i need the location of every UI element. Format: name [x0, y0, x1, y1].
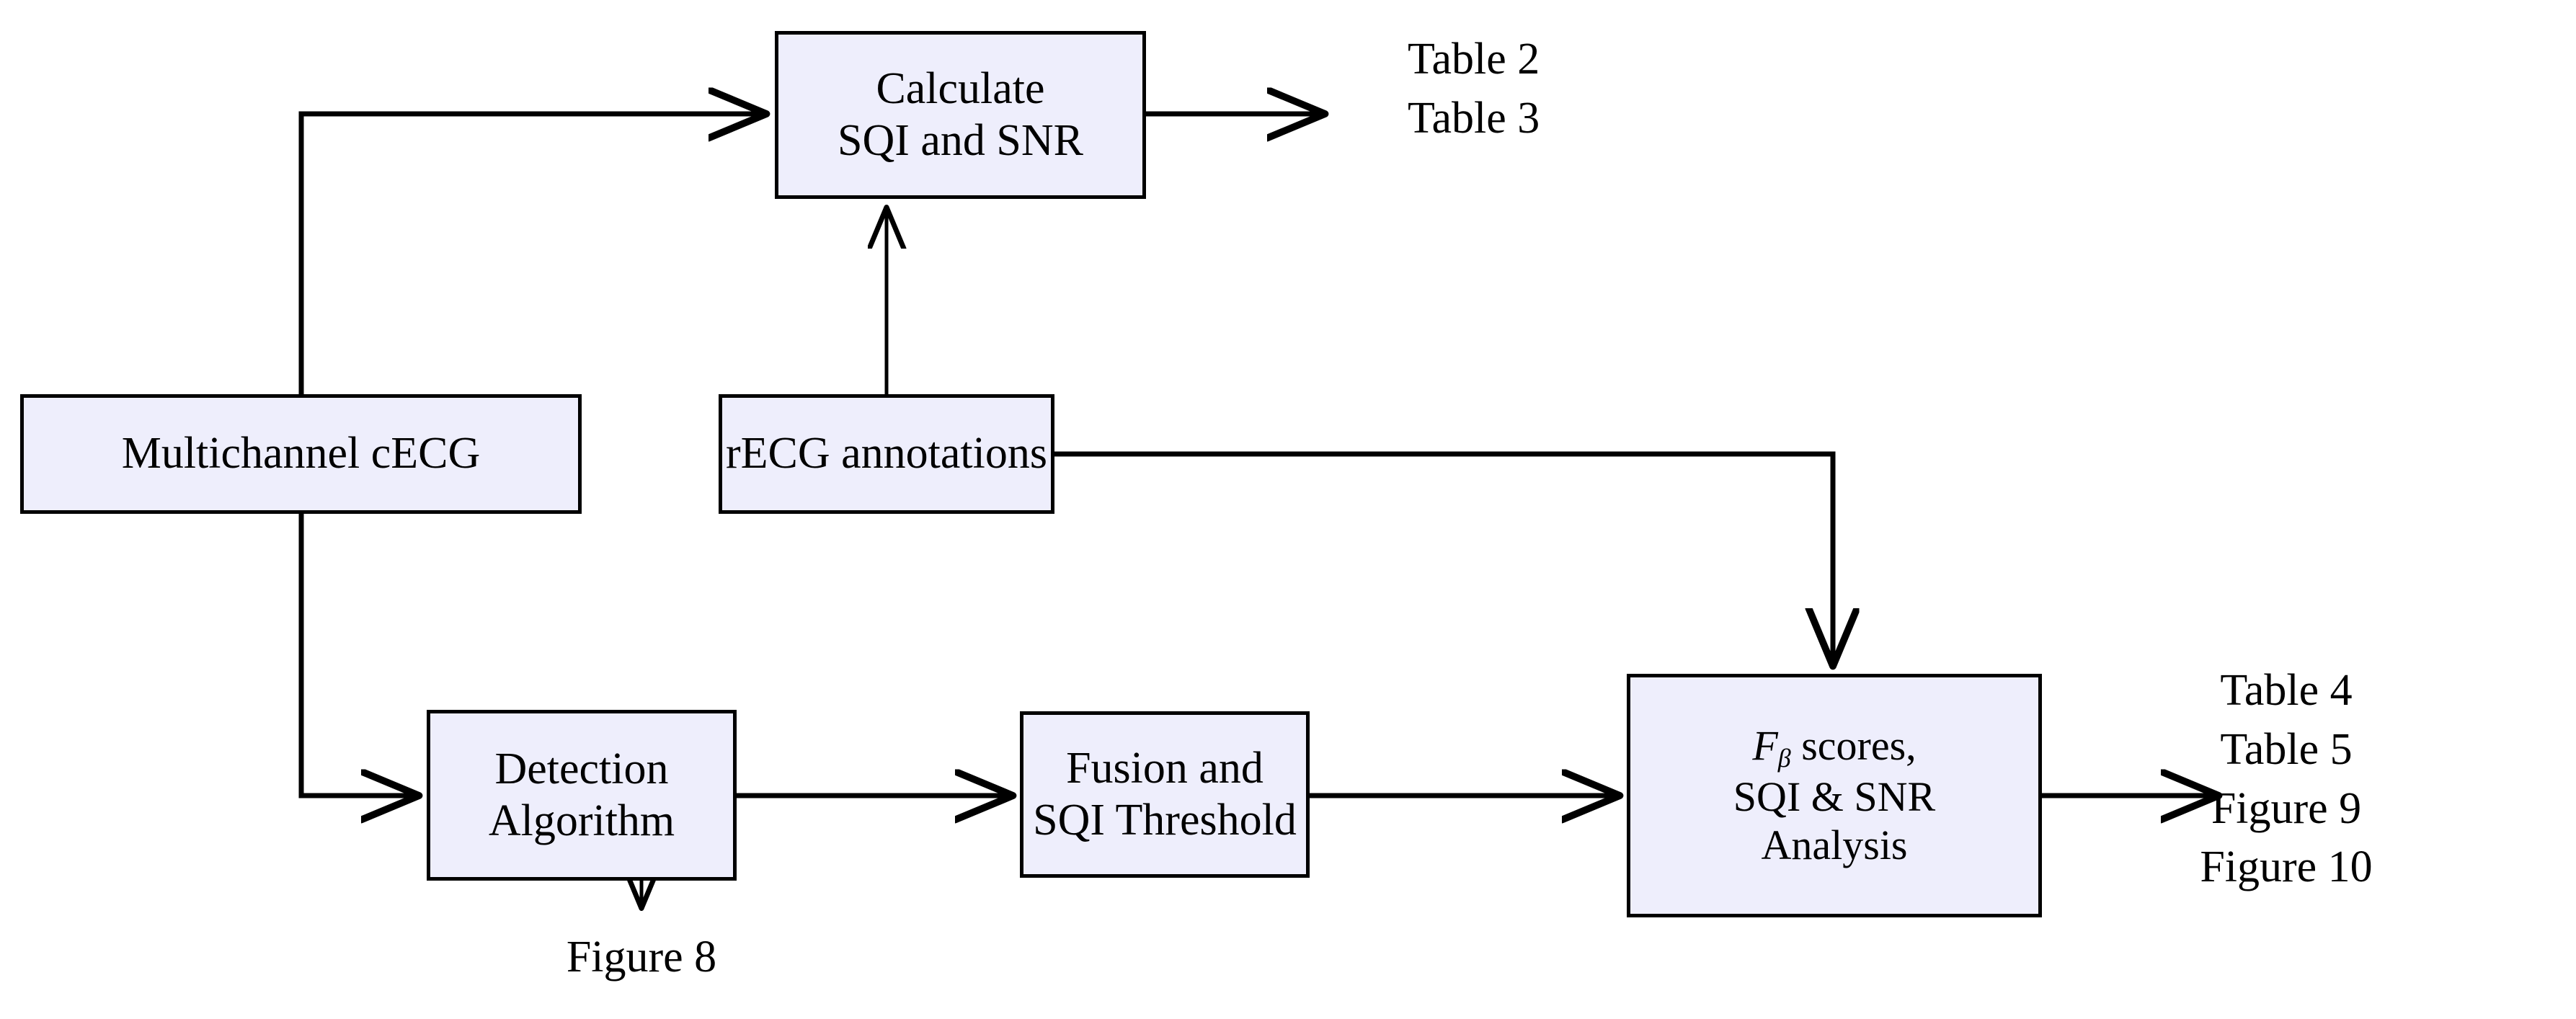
node-fusion-line-2: SQI Threshold	[1033, 795, 1297, 845]
node-detection-algorithm[interactable]: Detection Algorithm	[427, 710, 737, 881]
output-label-figure-8: Figure 8	[567, 928, 716, 987]
fbeta-symbol-f: F	[1752, 721, 1778, 769]
node-detection-line-1: Detection	[494, 744, 669, 794]
node-fbeta-analysis[interactable]: Fβ scores, SQI & SNR Analysis	[1627, 674, 2042, 917]
edge-recg-to-fbeta	[1054, 451, 1833, 664]
node-fbeta-line-1: Fβ scores,	[1752, 722, 1916, 773]
node-fbeta-line-3: Analysis	[1761, 821, 1908, 868]
node-fusion-line-1: Fusion and	[1066, 744, 1263, 793]
output-label-table-5: Table 5	[2220, 724, 2353, 774]
node-recg-annotations-label: rECG annotations	[726, 429, 1047, 479]
output-label-table-3: Table 3	[1408, 93, 1540, 143]
output-label-figure-10: Figure 10	[2200, 842, 2373, 892]
node-multichannel-cecg-label: Multichannel cECG	[121, 429, 481, 479]
node-calculate-line-1: Calculate	[876, 64, 1045, 114]
output-label-tables-23: Table 2 Table 3	[1408, 30, 1540, 148]
node-multichannel-cecg[interactable]: Multichannel cECG	[20, 394, 582, 514]
node-recg-annotations[interactable]: rECG annotations	[719, 394, 1054, 514]
fbeta-scores-text: scores,	[1790, 721, 1917, 769]
node-calculate-sqi-snr[interactable]: Calculate SQI and SNR	[775, 31, 1146, 199]
output-label-table-2: Table 2	[1408, 35, 1540, 84]
edge-cecg-to-calculate	[298, 114, 764, 394]
output-label-figure-8-text: Figure 8	[566, 933, 717, 982]
output-label-table-4: Table 4	[2220, 666, 2353, 715]
node-fusion-sqi-threshold[interactable]: Fusion and SQI Threshold	[1020, 711, 1310, 878]
output-label-figure-9: Figure 9	[2211, 783, 2362, 833]
edge-cecg-to-detection	[298, 514, 417, 796]
output-label-tables-figures: Table 4 Table 5 Figure 9 Figure 10	[2200, 662, 2372, 897]
fbeta-symbol-beta: β	[1777, 743, 1791, 773]
node-detection-line-2: Algorithm	[488, 796, 675, 845]
node-calculate-line-2: SQI and SNR	[837, 115, 1084, 165]
node-fbeta-line-2: SQI & SNR	[1733, 773, 1936, 821]
